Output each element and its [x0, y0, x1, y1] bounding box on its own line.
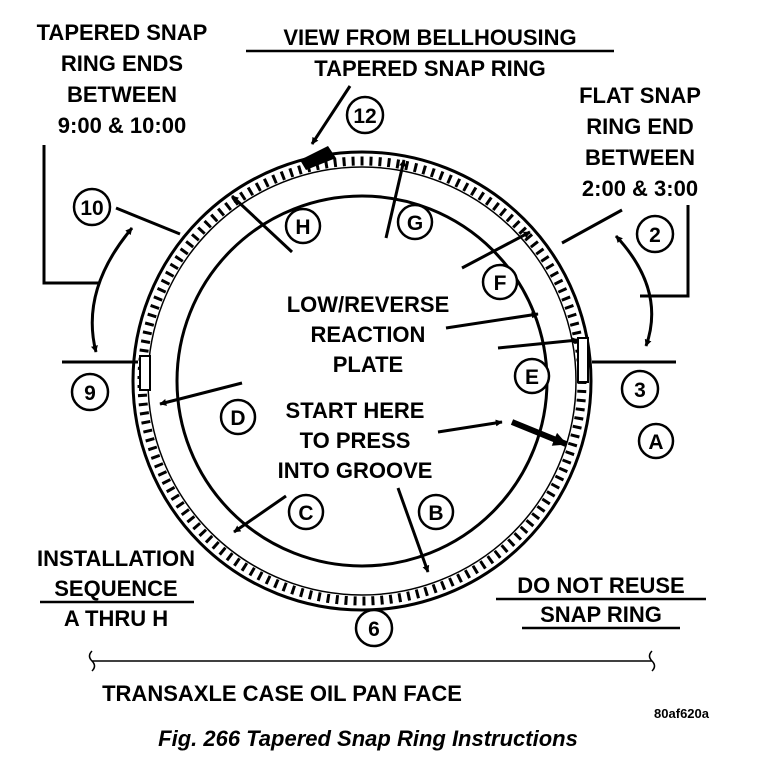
- clock-10-label: 10: [80, 197, 103, 220]
- step-e-arrow: [497, 337, 579, 350]
- installation-line3: A THRU H: [64, 606, 168, 631]
- flat-end-note: FLAT SNAP RING END BETWEEN 2:00 & 3:00: [579, 83, 701, 201]
- step-d-arrow: [159, 381, 243, 406]
- range-arc-9-10: [90, 227, 134, 353]
- step-a-label: A: [648, 431, 663, 454]
- do-not-reuse-line1: DO NOT REUSE: [517, 573, 684, 598]
- clock-3-label: 3: [634, 379, 646, 402]
- step-f-arrow: [461, 230, 531, 270]
- step-f-label: F: [494, 272, 507, 295]
- clock-12-label: 12: [353, 105, 376, 128]
- step-d-label: D: [230, 407, 245, 430]
- clock-3-circle: [620, 369, 660, 409]
- step-e-circle: [513, 357, 551, 395]
- clock-2: 2: [635, 214, 675, 254]
- tapered-note-line3: BETWEEN: [67, 82, 177, 107]
- figure-code: 80af620a: [654, 706, 710, 721]
- start-here-line1: START HERE: [286, 398, 425, 423]
- clock-6: 6: [354, 608, 394, 648]
- snap-ring: [131, 146, 593, 612]
- flat-note-line4: 2:00 & 3:00: [582, 176, 698, 201]
- step-h-label: H: [295, 216, 310, 239]
- step-d-circle: [219, 398, 257, 436]
- clock-10: 10: [72, 187, 112, 227]
- flat-note-line3: BETWEEN: [585, 145, 695, 170]
- tapered-ring-leader: [310, 85, 352, 145]
- header-title-line2: TAPERED SNAP RING: [314, 56, 545, 81]
- tapered-ring-end-tab: [300, 146, 336, 170]
- step-e: E: [497, 337, 579, 395]
- step-h: H: [230, 194, 322, 254]
- start-here-line2: TO PRESS: [300, 428, 411, 453]
- step-d: D: [159, 381, 257, 436]
- step-c-arrow: [233, 494, 287, 534]
- range-arc-2-3: [614, 234, 654, 347]
- step-g-circle: [396, 203, 434, 241]
- clock-9: 9: [70, 372, 110, 412]
- installation-line2: SEQUENCE: [54, 576, 177, 601]
- figure-caption: Fig. 266 Tapered Snap Ring Instructions: [158, 726, 578, 751]
- start-here-bold-arrow: [510, 419, 568, 447]
- tapered-note-line4: 9:00 & 10:00: [58, 113, 186, 138]
- flat-ring-end-tab: [577, 337, 589, 383]
- step-b-label: B: [428, 502, 443, 525]
- step-g: G: [384, 159, 434, 241]
- oil-pan-face-label: TRANSAXLE CASE OIL PAN FACE: [102, 681, 462, 706]
- reaction-plate-line1: LOW/REVERSE: [287, 292, 450, 317]
- tick-2: [561, 208, 623, 245]
- clock-9-label: 9: [84, 382, 96, 405]
- start-here-note: START HERE TO PRESS INTO GROOVE: [278, 398, 568, 483]
- clock-10-circle: [72, 187, 112, 227]
- clock-9-circle: [70, 372, 110, 412]
- flat-note-line1: FLAT SNAP: [579, 83, 701, 108]
- tapered-ends-note: TAPERED SNAP RING ENDS BETWEEN 9:00 & 10…: [37, 20, 208, 138]
- tapered-note-line2: RING ENDS: [61, 51, 183, 76]
- reaction-plate-line3: PLATE: [333, 352, 403, 377]
- reaction-plate-leader: [445, 311, 539, 330]
- header-title-line1: VIEW FROM BELLHOUSING: [283, 25, 576, 50]
- do-not-reuse-note: DO NOT REUSE SNAP RING: [496, 573, 706, 630]
- oil-pan-break-left: [88, 650, 96, 672]
- step-h-arrow: [230, 194, 294, 254]
- tick-10: [115, 206, 181, 236]
- start-here-leader: [437, 419, 503, 434]
- step-c-label: C: [298, 502, 313, 525]
- step-a: A: [637, 422, 675, 460]
- case-outer-circle: [131, 150, 593, 612]
- step-b-arrow: [396, 487, 430, 573]
- step-b: B: [396, 487, 455, 573]
- do-not-reuse-line2: SNAP RING: [540, 602, 662, 627]
- step-b-circle: [417, 493, 455, 531]
- reaction-plate-line2: REACTION: [311, 322, 426, 347]
- clock-12-circle: [345, 95, 385, 135]
- clock-3: 3: [620, 369, 660, 409]
- start-here-line3: INTO GROOVE: [278, 458, 433, 483]
- step-c: C: [233, 493, 325, 534]
- installation-line1: INSTALLATION: [37, 546, 195, 571]
- installation-note: INSTALLATION SEQUENCE A THRU H: [37, 546, 195, 631]
- clock-12: 12: [345, 95, 385, 135]
- flat-note-leader: [640, 205, 690, 298]
- tapered-note-line1: TAPERED SNAP: [37, 20, 208, 45]
- step-e-label: E: [525, 366, 539, 389]
- clock-6-label: 6: [368, 618, 380, 641]
- oil-pan-face-line: [88, 650, 656, 672]
- step-f-circle: [481, 263, 519, 301]
- oil-pan-break-right: [648, 650, 656, 672]
- nine-oclock-tab: [139, 355, 151, 391]
- step-h-circle: [284, 207, 322, 245]
- step-c-circle: [287, 493, 325, 531]
- flat-note-line2: RING END: [586, 114, 694, 139]
- clock-6-circle: [354, 608, 394, 648]
- step-a-circle: [637, 422, 675, 460]
- reaction-plate-note: LOW/REVERSE REACTION PLATE: [287, 292, 539, 377]
- step-f: F: [461, 230, 531, 301]
- clock-2-label: 2: [649, 224, 661, 247]
- tapered-note-leader: [42, 145, 100, 285]
- step-g-label: G: [407, 212, 423, 235]
- step-g-arrow: [384, 159, 406, 239]
- ring-band-inner-edge: [147, 166, 577, 596]
